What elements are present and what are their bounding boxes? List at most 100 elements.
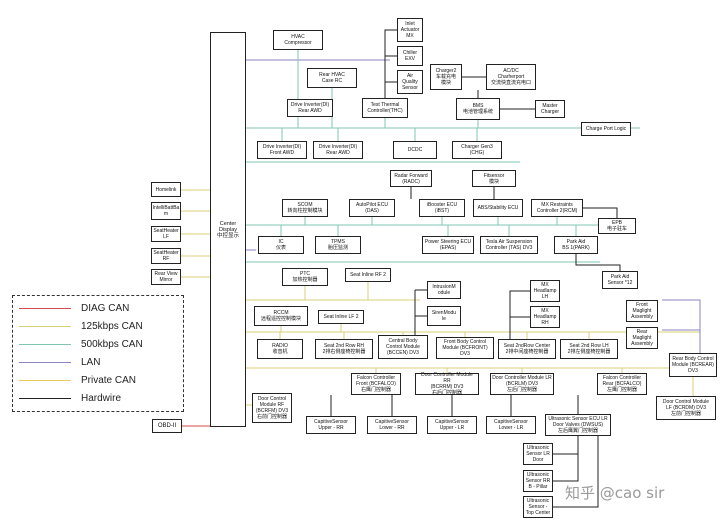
node-label: Park Aid Sensor *12 [607, 274, 633, 286]
node-label: RCCM 远程遥控控制模块 [260, 310, 301, 322]
dcdc-node: DCDC [393, 141, 437, 159]
radar-forward-node: Radar Forward (RADC) [390, 170, 432, 187]
node-label: Air Quality Sensor [402, 73, 418, 91]
mx-restraints-node: MX Restraints Controller 2(RCM) [531, 199, 583, 217]
node-label: Rear View Mirror [154, 271, 178, 283]
node-label: Chiller EXV [402, 50, 418, 62]
mx-headlamp-lh-node: MX Headlamp LH [530, 280, 560, 302]
node-label: OBD-II [157, 423, 177, 429]
node-label: RADIO 收音机 [272, 343, 288, 355]
charger-gen3-node: Charger Gen3 (CHG) [452, 141, 502, 159]
node-label: iBooster ECU (iBST) [426, 202, 458, 214]
node-label: Ultrasonic Sensor LR Door [526, 445, 550, 463]
hardwire-wire-74 [553, 454, 579, 482]
node-label: CapitiveSensor Lower - RR [375, 419, 409, 431]
node-label: CapitiveSensor Upper - LR [435, 419, 469, 431]
hardwire-wire-75 [553, 436, 599, 508]
node-label: Tesla Air Suspension Controller (TAS) DV… [485, 239, 533, 251]
abs-stability-ecu-node: ABS/Stability ECU [473, 199, 523, 217]
node-label: DCDC [407, 147, 423, 153]
node-label: MX Headlamp RH [533, 308, 557, 326]
node-label: ABS/Stability ECU [477, 205, 519, 211]
node-label: IC 仪表 [275, 239, 286, 251]
node-label: Power Steering ECU (EPAS) [424, 239, 472, 251]
rear-body-control-node: Rear Body Control Module (BCREAR) DV3 [669, 353, 717, 377]
node-label: AC/DC Charherport 交流快直流充电口 [490, 68, 531, 86]
seat-inline-rf2-node: Seat Inline RF 2 [345, 268, 391, 282]
fitsensor-node: Fitsensor 模块 [472, 170, 516, 187]
legend-item-diag-can: DIAG CAN [19, 302, 179, 316]
seat-inline-lf2-node: Seat Inline LF 2 [318, 310, 364, 324]
drive-inverter-rear-node: Drive Inverter(DI) Rear AWD [287, 99, 333, 117]
ibooster-ecu-node: iBooster ECU (iBST) [419, 199, 465, 217]
hardwire-wire-73 [553, 436, 579, 455]
node-label: Master Charger [540, 103, 560, 115]
legend-swatch-private-can [19, 380, 71, 381]
cap-sensor-lower-rr-node: CapitiveSensor Lower - RR [367, 416, 417, 434]
seat-heater-lf-node: SeatHeater LF [151, 226, 181, 242]
node-label: EPB 电子驻车 [606, 220, 627, 232]
charge-port-logic-node: Charge Port Logic [581, 122, 631, 136]
legend-item-125kbps-can: 125kbps CAN [19, 320, 179, 334]
seat-2nd-row-lh-node: Seat 2nd Row LH 2排左侧座椅控制器 [560, 339, 618, 359]
node-label: Seat Inline LF 2 [323, 314, 359, 320]
hardwire-wire-62 [575, 254, 621, 271]
node-label: Falcon Controller Rear (BCFALCO) 左鹰门控制器 [602, 375, 642, 393]
hvac-compressor-node: HVAC Compressor [273, 30, 323, 50]
homelink-node: Homelink [151, 182, 181, 197]
autopilot-ecu-node: AutoPilot ECU (DAS) [349, 199, 395, 217]
bms-node: BMS 电池管理系统 [456, 98, 500, 120]
ultrasonic-sensor-lr-door-node: Ultrasonic Sensor LR Door [523, 443, 553, 465]
node-label: SirenModu le [431, 310, 457, 322]
ultrasonic-sensor-rr-pillar-node: Ultrasonic Sensor RR B - Pillar [523, 470, 553, 492]
node-label: SeatHeater RF [153, 250, 179, 262]
node-label: Seat Inline RF 2 [350, 272, 386, 278]
legend-swatch-500kbps-can [19, 344, 71, 345]
node-label: CapitiveSensor Lower - LR [494, 419, 528, 431]
thermal-controller-node: Test Thermal Controller(THC) [362, 98, 408, 118]
legend-item-lan: LAN [19, 356, 179, 370]
node-label: IntrusionM odule [432, 284, 456, 296]
node-label: HVAC Compressor [284, 34, 312, 46]
radio-node: RADIO 收音机 [257, 339, 303, 359]
node-label: Rear HVAC Case RC [319, 72, 345, 84]
cap-sensor-upper-rr-node: CapitiveSensor Upper - RR [306, 416, 356, 434]
node-label: Drive Inverter(DI) Rear AWD [290, 102, 330, 114]
rccm-node: RCCM 远程遥控控制模块 [254, 306, 308, 326]
intellibattery-node: IntelliBattBa m [151, 202, 181, 220]
chiller-exv-node: Chiller EXV [397, 46, 423, 66]
falcon-controller-right-node: Falcon Controller Front (BCFALCO) 右鹰门控制器 [351, 373, 401, 395]
legend-label: Private CAN [81, 375, 137, 386]
legend-item-hardwire: Hardwire [19, 392, 179, 406]
node-label: Test Thermal Controller(THC) [367, 102, 403, 114]
cap-sensor-lower-lr-node: CapitiveSensor Lower - LR [486, 416, 536, 434]
legend-item-500kbps-can: 500kbps CAN [19, 338, 179, 352]
legend-swatch-lan [19, 362, 71, 363]
siren-module-node: SirenModu le [427, 306, 461, 326]
front-body-control-node: Front Body Control Module (BCFRONT) DV3 [436, 337, 494, 359]
power-steering-node: Power Steering ECU (EPAS) [422, 236, 474, 254]
legend-label: DIAG CAN [81, 303, 130, 314]
node-label: Drive Inverter(DI) Front AWD [262, 144, 302, 156]
node-label: Seat 2nd Row RH 2排右侧座椅控制器 [322, 343, 366, 355]
falcon-controller-left-node: Falcon Controller Rear (BCFALCO) 左鹰门控制器 [597, 373, 647, 395]
node-label: Front Maglight Assembly [631, 302, 653, 320]
front-maglight-node: Front Maglight Assembly [626, 300, 658, 322]
node-label: Door Control Module LF (BCRDM) DV3 左前门控制… [662, 399, 710, 417]
node-label: Door Control Module RF (BCRFM) DV3 右前门控制… [255, 396, 289, 420]
node-label: Center Display 中控显示 [216, 220, 239, 239]
intrusion-module-node: IntrusionM odule [427, 281, 461, 299]
node-label: AutoPilot ECU (DAS) [356, 202, 388, 214]
legend-label: LAN [81, 357, 101, 368]
node-label: Charger2 车载充电 模块 [435, 68, 457, 86]
ptc-node: PTC 加热控制器 [282, 268, 328, 286]
node-label: Park Aid BS 1(PARK) [562, 239, 590, 251]
drive-inverter-rear2-node: Drive Inverter(DI) Rear AWD [313, 141, 363, 159]
park-aid-node: Park Aid BS 1(PARK) [554, 236, 598, 254]
node-label: SCOM 转向柱控制模块 [287, 202, 323, 214]
cap-sensor-upper-lr-node: CapitiveSensor Upper - LR [427, 416, 477, 434]
hardwire-wire-61 [583, 207, 618, 218]
legend-swatch-125kbps-can [19, 326, 71, 327]
central-body-control-node: Central Body Control Module (BCCEN) DV3 [378, 335, 428, 359]
node-label: Rear Maglight Assembly [631, 329, 653, 347]
